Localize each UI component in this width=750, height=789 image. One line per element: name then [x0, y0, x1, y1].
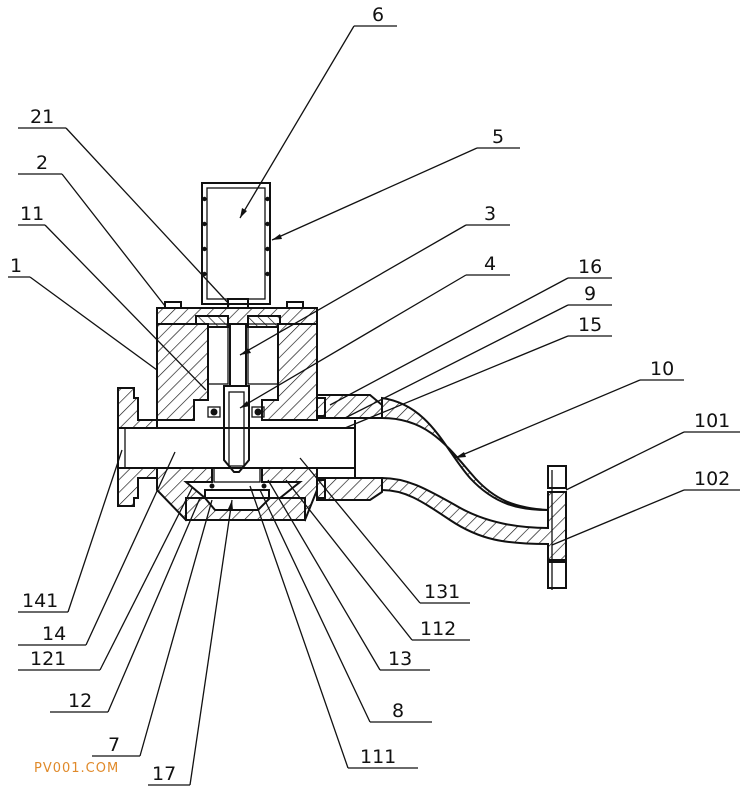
valve-body-upper	[156, 323, 318, 421]
label-131: 131	[424, 581, 460, 603]
valve-body-lower	[156, 467, 318, 522]
label-141: 141	[22, 590, 58, 612]
label-3: 3	[484, 203, 496, 225]
label-4: 4	[484, 253, 496, 275]
label-121: 121	[30, 648, 66, 670]
label-14: 14	[42, 623, 66, 645]
label-9: 9	[584, 283, 596, 305]
label-7: 7	[108, 734, 120, 756]
outlet-bent-pipe	[381, 396, 567, 590]
label-101: 101	[694, 410, 730, 432]
part-labels: 6 21 5 2 3 11 4 16 1 9 15 10 101 102 141…	[10, 4, 730, 785]
label-102: 102	[694, 468, 730, 490]
top-cover	[156, 301, 318, 328]
label-112: 112	[420, 618, 456, 640]
actuator-housing	[201, 182, 271, 310]
label-2: 2	[36, 152, 48, 174]
label-13: 13	[388, 648, 412, 670]
label-21: 21	[30, 106, 54, 128]
label-16: 16	[578, 256, 602, 278]
label-10: 10	[650, 358, 674, 380]
label-17: 17	[152, 763, 176, 785]
inlet-flange	[117, 387, 158, 507]
label-8: 8	[392, 700, 404, 722]
label-1: 1	[10, 255, 22, 277]
label-12: 12	[68, 690, 92, 712]
label-6: 6	[372, 4, 384, 26]
label-5: 5	[492, 126, 504, 148]
label-15: 15	[578, 314, 602, 336]
label-111: 111	[360, 746, 396, 768]
outlet-connector	[316, 394, 383, 501]
leader-lines	[8, 25, 740, 786]
label-11: 11	[20, 203, 44, 225]
watermark: PV001.COM	[34, 761, 119, 776]
